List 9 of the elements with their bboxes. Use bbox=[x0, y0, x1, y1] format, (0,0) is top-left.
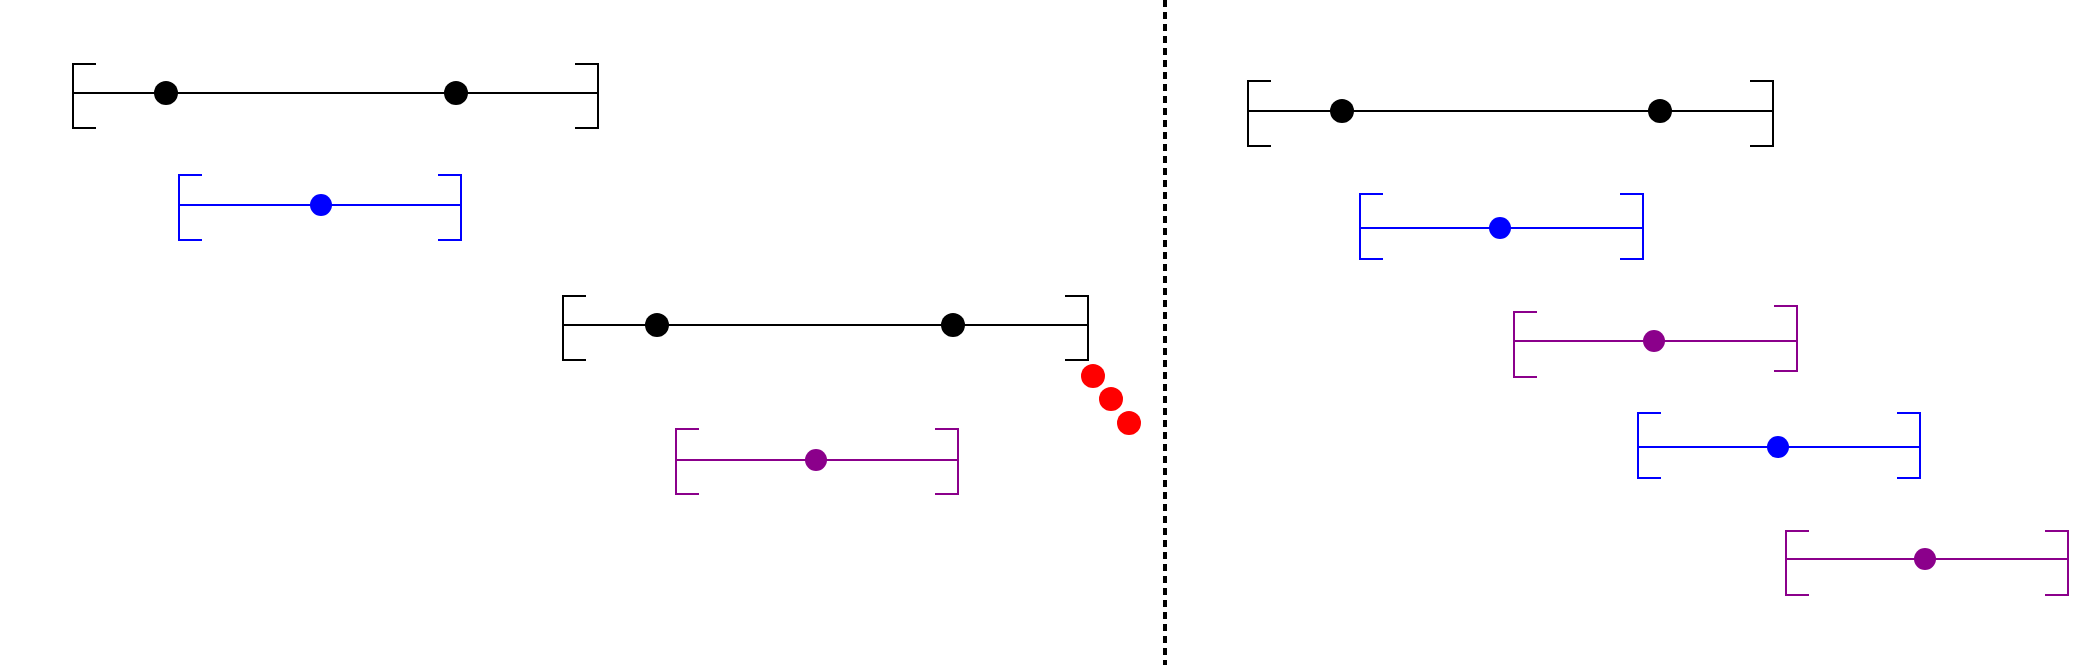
interval-bracket bbox=[675, 428, 959, 495]
interval-bracket bbox=[1247, 80, 1774, 147]
interval-bracket bbox=[178, 174, 462, 241]
interval-bracket bbox=[1637, 412, 1921, 479]
interval-bracket bbox=[1513, 305, 1798, 378]
interval-bracket bbox=[1785, 530, 2069, 596]
interval-bracket bbox=[72, 63, 599, 129]
interval-bracket bbox=[1359, 193, 1644, 260]
interval-bracket bbox=[562, 295, 1089, 361]
